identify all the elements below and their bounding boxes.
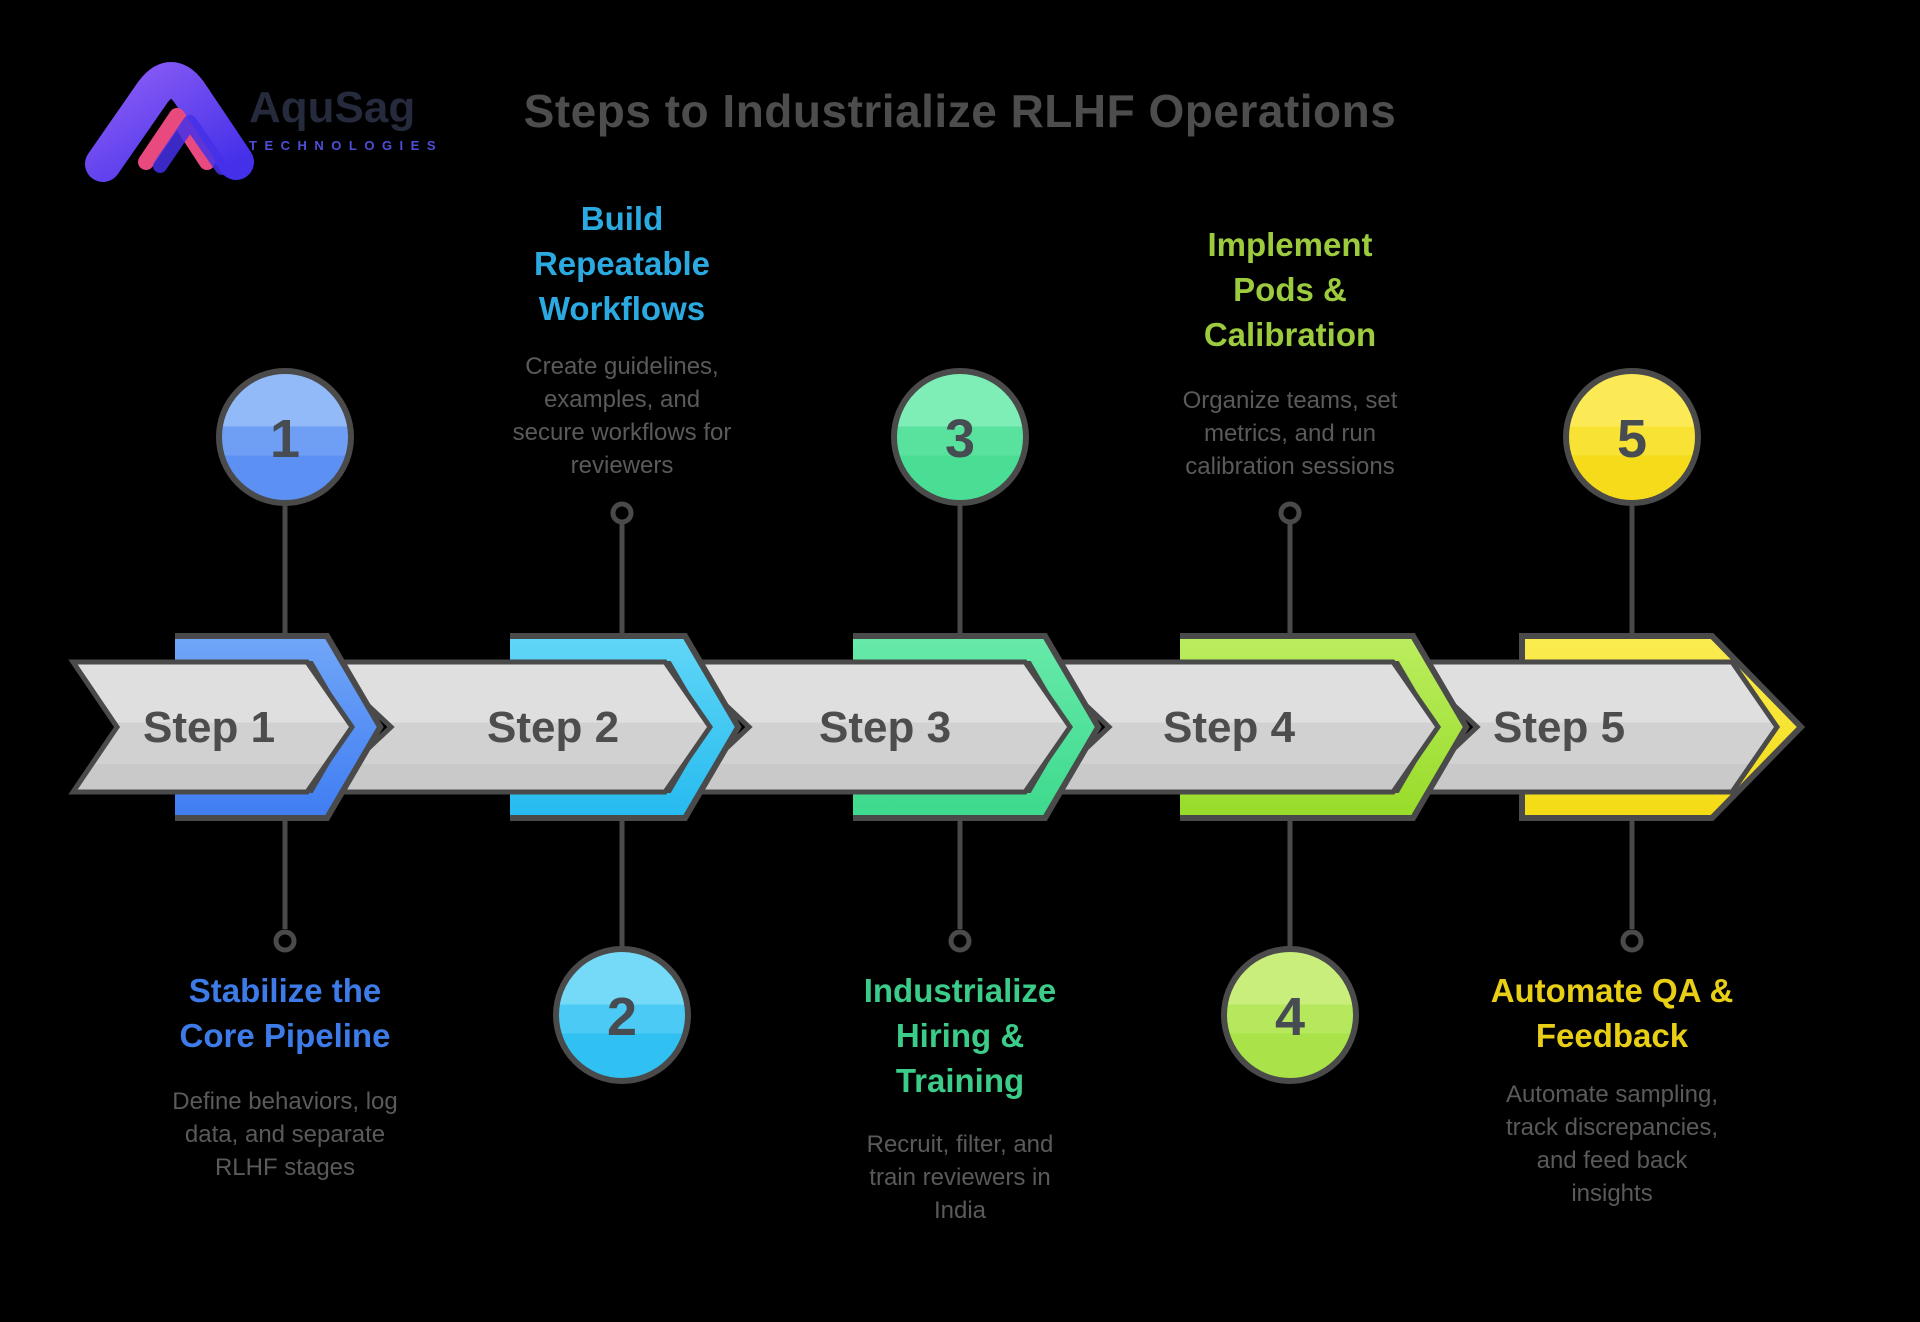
step-2-chevron — [510, 639, 735, 815]
step-3-label: Step 3 — [819, 703, 952, 752]
step-4-title: Implement Pods & Calibration — [1203, 226, 1377, 353]
step-2-number-circle — [553, 946, 691, 1084]
step-4-label: Step 4 — [1163, 703, 1296, 752]
step-3-arrow — [673, 659, 1074, 795]
step-3-number-circle — [891, 368, 1029, 506]
step-5-endpoint-ring — [1620, 929, 1644, 953]
step-4-number-circle — [1221, 946, 1359, 1084]
step-5-label: Step 5 — [1493, 703, 1626, 752]
step-4-description: Organize teams, set metrics, and run cal… — [1182, 387, 1398, 480]
step-2-arrow — [315, 659, 714, 795]
step-4-number: 4 — [1274, 987, 1306, 1047]
step-5-arrow — [1401, 659, 1781, 795]
aqusag-logo-icon — [85, 62, 254, 182]
step-3-description: Recruit, filter, and train reviewers in … — [866, 1131, 1054, 1224]
step-1-number: 1 — [269, 409, 301, 469]
step-1-title: Stabilize the Core Pipeline — [179, 972, 391, 1054]
step-3-chevron — [853, 639, 1095, 815]
step-1-endpoint-ring — [273, 929, 297, 953]
step-2-label: Step 2 — [487, 703, 620, 752]
logo-block: AquSag TECHNOLOGIES — [249, 83, 549, 154]
logo-tagline: TECHNOLOGIES — [249, 138, 444, 153]
step-5-title: Automate QA & Feedback — [1490, 972, 1734, 1054]
step-1-chevron — [175, 639, 377, 815]
step-4-endpoint-ring — [1278, 501, 1302, 525]
step-1-arrow — [68, 659, 356, 795]
step-3-endpoint-ring — [948, 929, 972, 953]
step-5-number-circle — [1563, 368, 1701, 506]
step-5-description: Automate sampling, track discrepancies, … — [1505, 1081, 1719, 1207]
step-2-number: 2 — [606, 987, 638, 1047]
step-4-arrow — [1033, 659, 1442, 795]
step-1-label: Step 1 — [143, 703, 276, 752]
logo-name: AquSag — [249, 83, 416, 132]
step-1-number-circle — [216, 368, 354, 506]
step-4-chevron — [1180, 639, 1463, 815]
page-title: Steps to Industrialize RLHF Operations — [523, 85, 1397, 137]
step-2-endpoint-ring — [610, 501, 634, 525]
step-5-number: 5 — [1616, 409, 1648, 469]
step-1-description: Define behaviors, log data, and separate… — [172, 1088, 398, 1181]
step-3-number: 3 — [944, 409, 976, 469]
step-3-title: Industrialize Hiring & Training — [863, 972, 1057, 1099]
step-2-title: Build Repeatable Workflows — [533, 200, 711, 327]
step-2-description: Create guidelines, examples, and secure … — [512, 353, 732, 479]
